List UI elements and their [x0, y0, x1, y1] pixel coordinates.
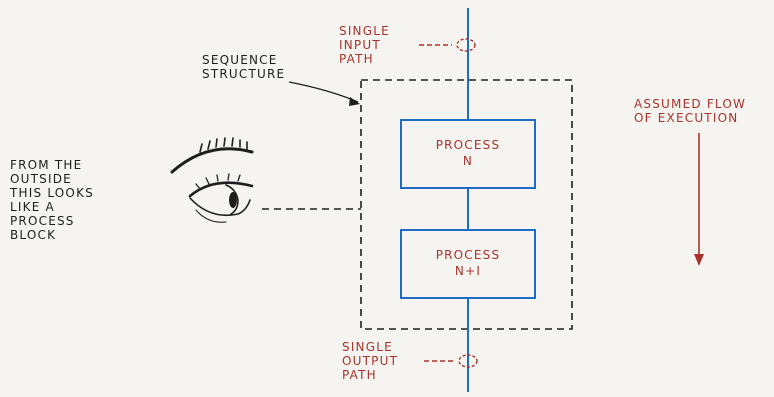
sequence-structure-box: [360, 79, 573, 330]
single-input-path-label: SINGLE INPUT PATH: [339, 24, 390, 66]
process-n-line2: N: [462, 154, 474, 168]
process-n1-line1: PROCESS: [435, 248, 501, 262]
sequence-structure-label: SEQUENCE STRUCTURE: [202, 53, 286, 81]
process-n-box: [400, 119, 536, 189]
outside-note-label: FROM THE OUTSIDE THIS LOOKS LIKE A PROCE…: [10, 158, 94, 242]
process-n1-line2: N+I: [454, 264, 482, 278]
process-n1-box: [400, 229, 536, 299]
process-n-line1: PROCESS: [435, 138, 501, 152]
process-n-label: PROCESS N: [401, 137, 535, 169]
eye-icon: [170, 137, 254, 223]
input-point-marker: [456, 38, 476, 52]
sequence-structure-arrow: [288, 81, 359, 103]
process-n1-label: PROCESS N+I: [401, 247, 535, 279]
single-output-path-label: SINGLE OUTPUT PATH: [342, 340, 399, 382]
output-point-marker: [458, 354, 478, 368]
flow-arrowhead: [694, 254, 704, 266]
sequence-structure-arrowhead: [349, 97, 360, 106]
assumed-flow-label: ASSUMED FLOW OF EXECUTION: [634, 97, 747, 125]
